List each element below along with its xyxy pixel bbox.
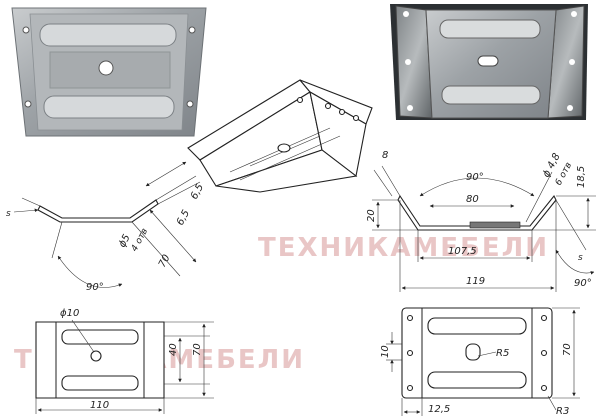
left-side-view: s 6,5 6,5 ϕ5 4 отв 70 90° [6,161,206,293]
left-angle-90: 90° [86,282,104,293]
right-dim-10: 10 [380,345,391,358]
right-radius-5: R5 [496,348,509,359]
left-hole-count: 4 отв [130,227,150,253]
left-dim-110: 110 [90,400,109,411]
bracket-photo-left [11,7,207,137]
left-dim-70: 70 [157,253,173,269]
right-dim-107-5: 107,5 [448,246,477,257]
right-top-view: 10 R5 70 12,5 R3 [380,307,580,417]
right-side-view: 8 90° ϕ 4,8 6 отв 18,5 20 80 107,5 119 s… [366,150,596,292]
watermark-text-middle: ТЕХНИКАМЕБЕЛИ [258,233,549,263]
left-side-s-label: s [6,209,11,219]
left-dim-6-5-top: 6,5 [189,182,206,201]
right-dim-119: 119 [466,276,485,287]
right-dim-8: 8 [382,150,388,161]
right-radius-3: R3 [556,406,569,417]
right-s-label: s [578,253,583,263]
left-hole-label: ϕ5 [117,233,133,250]
right-dim-70: 70 [562,343,573,356]
right-angle-90-bottom: 90° [574,278,592,289]
left-dim-6-5: 6,5 [175,208,192,227]
left-dim-40: 40 [168,343,179,356]
right-dim-20: 20 [366,209,377,222]
bracket-isometric-drawing [187,79,373,193]
left-top-view: ϕ10 40 70 110 [35,308,214,414]
bracket-photo-right [390,4,588,120]
left-dim-70-plan: 70 [192,343,203,356]
right-dim-12-5: 12,5 [428,404,450,415]
left-top-hole-label: ϕ10 [60,308,79,319]
right-angle-90-top: 90° [466,172,484,183]
right-dim-80: 80 [466,194,479,205]
right-dim-18-5: 18,5 [576,166,587,188]
